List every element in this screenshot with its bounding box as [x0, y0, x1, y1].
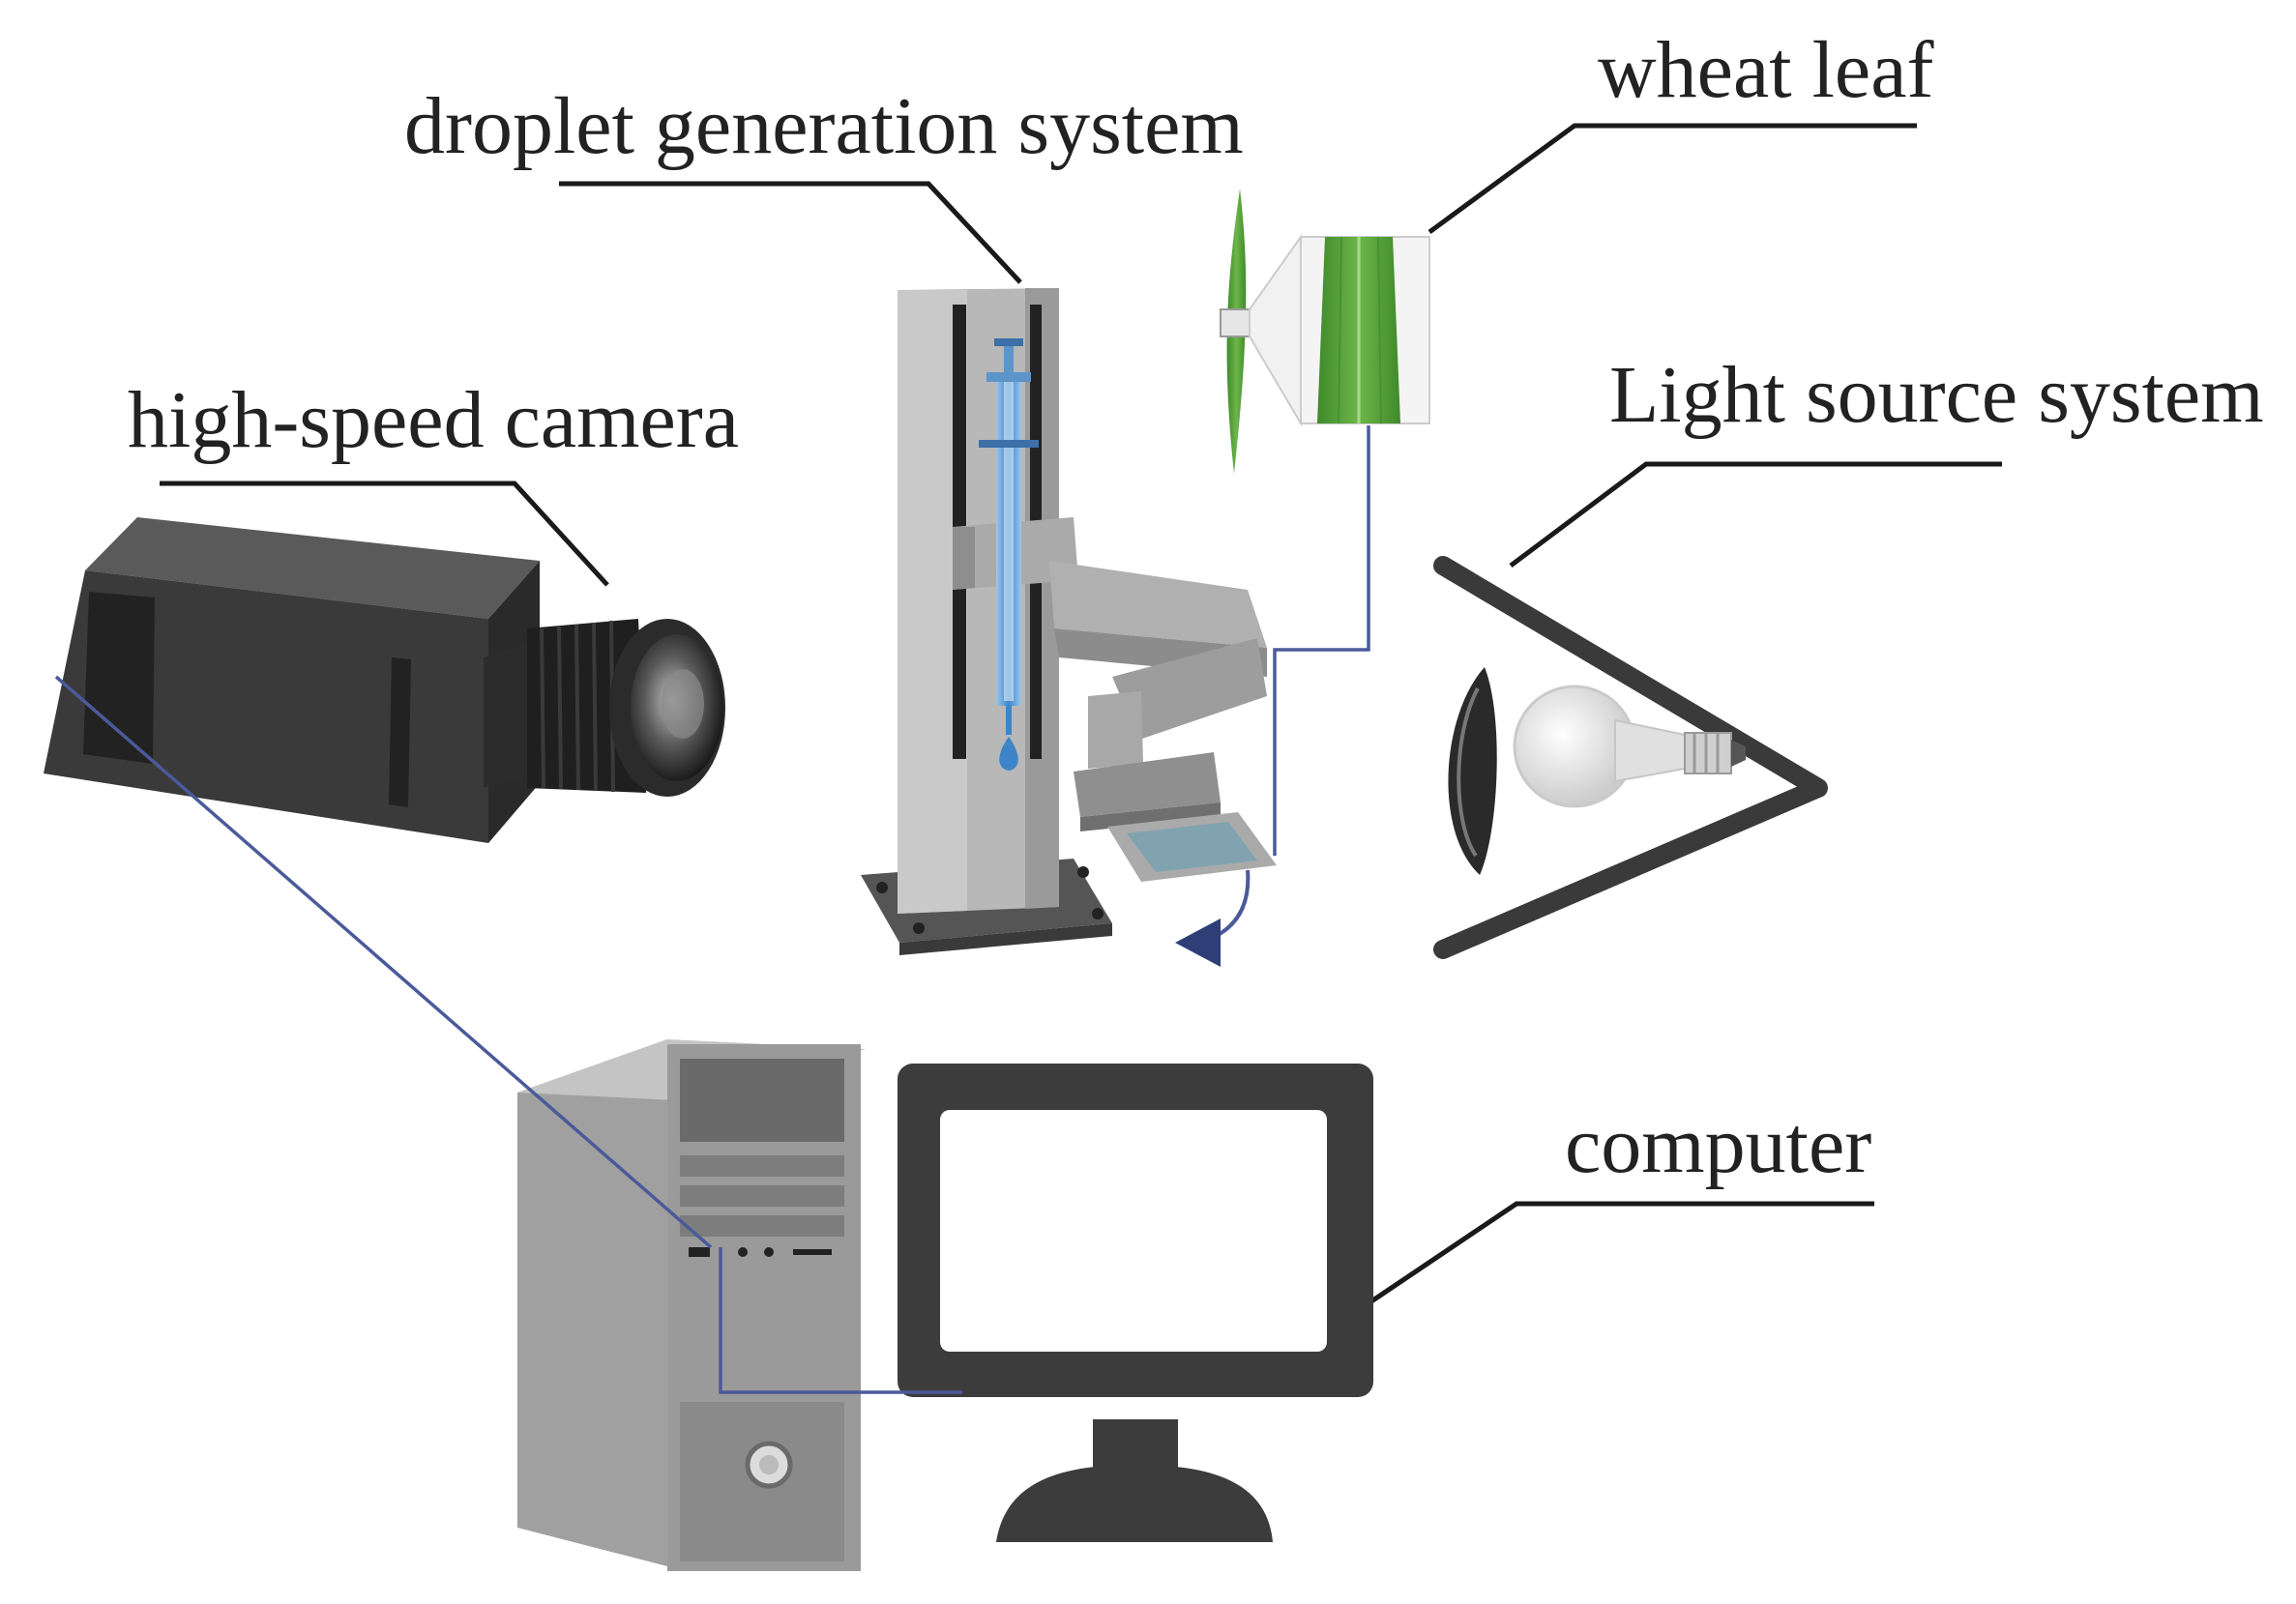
droplet-label: droplet generation system	[404, 81, 1244, 171]
light-leader	[1509, 461, 2002, 568]
high-speed-camera-icon	[44, 517, 725, 843]
droplet-leader	[559, 181, 1022, 284]
monitor-icon	[898, 1064, 1373, 1542]
leaf-holder-cable	[1273, 425, 1370, 856]
camera-leader	[160, 481, 609, 587]
pc-tower-icon	[517, 1039, 866, 1571]
camera-label: high-speed camera	[128, 375, 739, 465]
camera-cable	[54, 675, 713, 1249]
light-label: Light source system	[1609, 350, 2264, 440]
computer-leader	[1367, 1201, 1874, 1306]
wheat-leaf-icon	[1220, 189, 1430, 474]
droplet-stand-icon	[861, 288, 1277, 967]
lamp-reflector-icon	[1433, 556, 1828, 959]
tower-monitor-cable	[719, 1247, 962, 1394]
computer-label: computer	[1565, 1100, 1871, 1190]
wheat-leaf-label: wheat leaf	[1598, 25, 1933, 115]
wheat-leaf-leader	[1428, 123, 1917, 235]
